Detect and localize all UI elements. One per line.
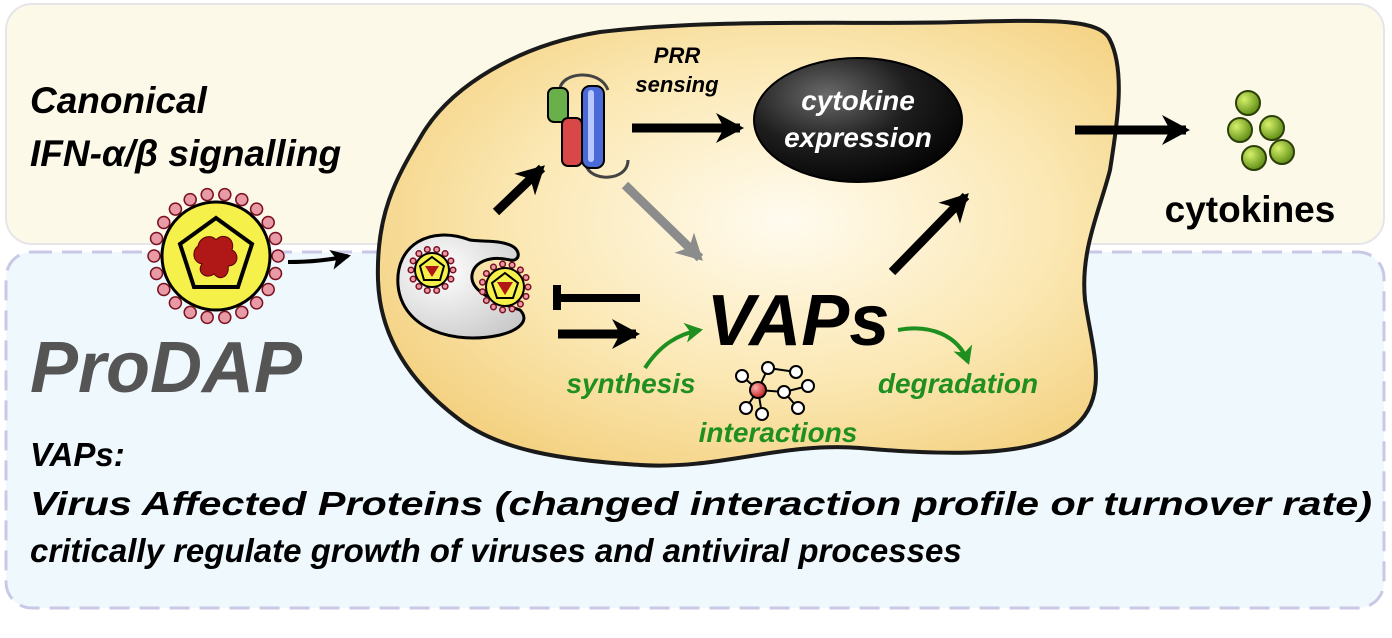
capsid-bead xyxy=(478,288,487,296)
synthesis-label: synthesis xyxy=(566,368,695,399)
capsid-bead xyxy=(271,249,285,263)
capsid-bead xyxy=(409,275,417,283)
capsid-bead xyxy=(407,266,415,274)
capsid-bead xyxy=(423,245,431,254)
capsid-bead xyxy=(433,286,441,295)
capsid-bead xyxy=(157,215,171,230)
capsid-bead xyxy=(522,274,530,282)
capsid-bead xyxy=(423,286,431,295)
to-prr-arrow xyxy=(492,164,546,216)
inhibition-symbol xyxy=(553,285,640,310)
capsid-bead xyxy=(168,296,183,310)
capsid-bead xyxy=(249,202,264,216)
capsid-bead xyxy=(516,266,524,274)
interaction-network-icon xyxy=(735,361,815,421)
capsid-bead xyxy=(235,305,249,320)
vaps-to-cytokine-arrow xyxy=(888,192,970,276)
capsid-bead xyxy=(482,269,490,278)
degradation-label: degradation xyxy=(878,368,1038,399)
cytokine-molecules-icon xyxy=(1227,90,1295,171)
footnote-definition: Virus Affected Proteins (changed interac… xyxy=(30,485,1372,522)
capsid-bead xyxy=(147,249,161,263)
capsid-bead xyxy=(249,296,264,310)
prodap-title: ProDAP xyxy=(30,328,303,408)
vaps-label: VAPs xyxy=(707,281,890,361)
capsid-bead xyxy=(447,257,455,265)
capsid-bead xyxy=(261,215,275,230)
endosome-vesicle-icon xyxy=(396,233,532,340)
canonical-label: Canonical xyxy=(30,80,208,121)
synthesis-arrow xyxy=(643,322,703,370)
footnote-vaps: VAPs: xyxy=(30,436,125,473)
capsid-bead xyxy=(183,192,197,207)
capsid-bead xyxy=(524,283,532,291)
capsid-bead xyxy=(499,260,507,268)
capsid-bead xyxy=(415,282,423,290)
sensing-label: sensing xyxy=(635,72,719,97)
capsid-bead xyxy=(441,250,449,258)
cytokine-expression-node xyxy=(753,57,963,183)
capsid-bead xyxy=(433,245,441,254)
capsid-bead xyxy=(415,250,423,258)
capsid-bead xyxy=(449,266,457,274)
capsid-bead xyxy=(261,282,275,297)
prr-receptor-icon xyxy=(547,73,630,179)
prr-label: PRR xyxy=(654,43,701,68)
capsid-bead xyxy=(409,257,417,265)
ifn-signalling-label: IFN-α/β signalling xyxy=(30,133,341,174)
virus-particle-icon xyxy=(147,187,285,325)
degradation-arrow xyxy=(897,326,973,365)
prr-to-vaps-arrow xyxy=(621,181,704,262)
capsid-bead xyxy=(235,192,249,207)
capsid-bead xyxy=(482,296,490,305)
virus-entry-arrow xyxy=(287,249,351,270)
capsid-bead xyxy=(516,300,524,308)
capsid-bead xyxy=(522,292,530,300)
capsid-bead xyxy=(200,310,214,325)
capsid-bead xyxy=(149,231,164,246)
capsid-bead xyxy=(168,202,183,216)
capsid-bead xyxy=(489,303,498,311)
capsid-bead xyxy=(268,231,283,246)
cytokines-label: cytokines xyxy=(1165,189,1336,230)
capsid-bead xyxy=(447,275,455,283)
footnote-regulation: critically regulate growth of viruses an… xyxy=(30,532,962,569)
capsid-bead xyxy=(218,310,232,325)
expression-label: expression xyxy=(784,122,932,153)
capsid-bead xyxy=(508,261,516,269)
capsid-bead xyxy=(499,306,507,314)
capsid-bead xyxy=(183,305,197,320)
capsid-bead xyxy=(441,282,449,290)
interactions-label: interactions xyxy=(699,417,858,448)
capsid-bead xyxy=(157,282,171,297)
cytokine-label: cytokine xyxy=(801,85,915,116)
capsid-bead xyxy=(508,305,516,313)
capsid-bead xyxy=(489,263,498,271)
capsid-bead xyxy=(200,187,214,202)
capsid-bead xyxy=(478,278,487,286)
capsid-bead xyxy=(149,266,164,281)
capsid-bead xyxy=(268,266,283,281)
capsid-bead xyxy=(218,187,232,202)
